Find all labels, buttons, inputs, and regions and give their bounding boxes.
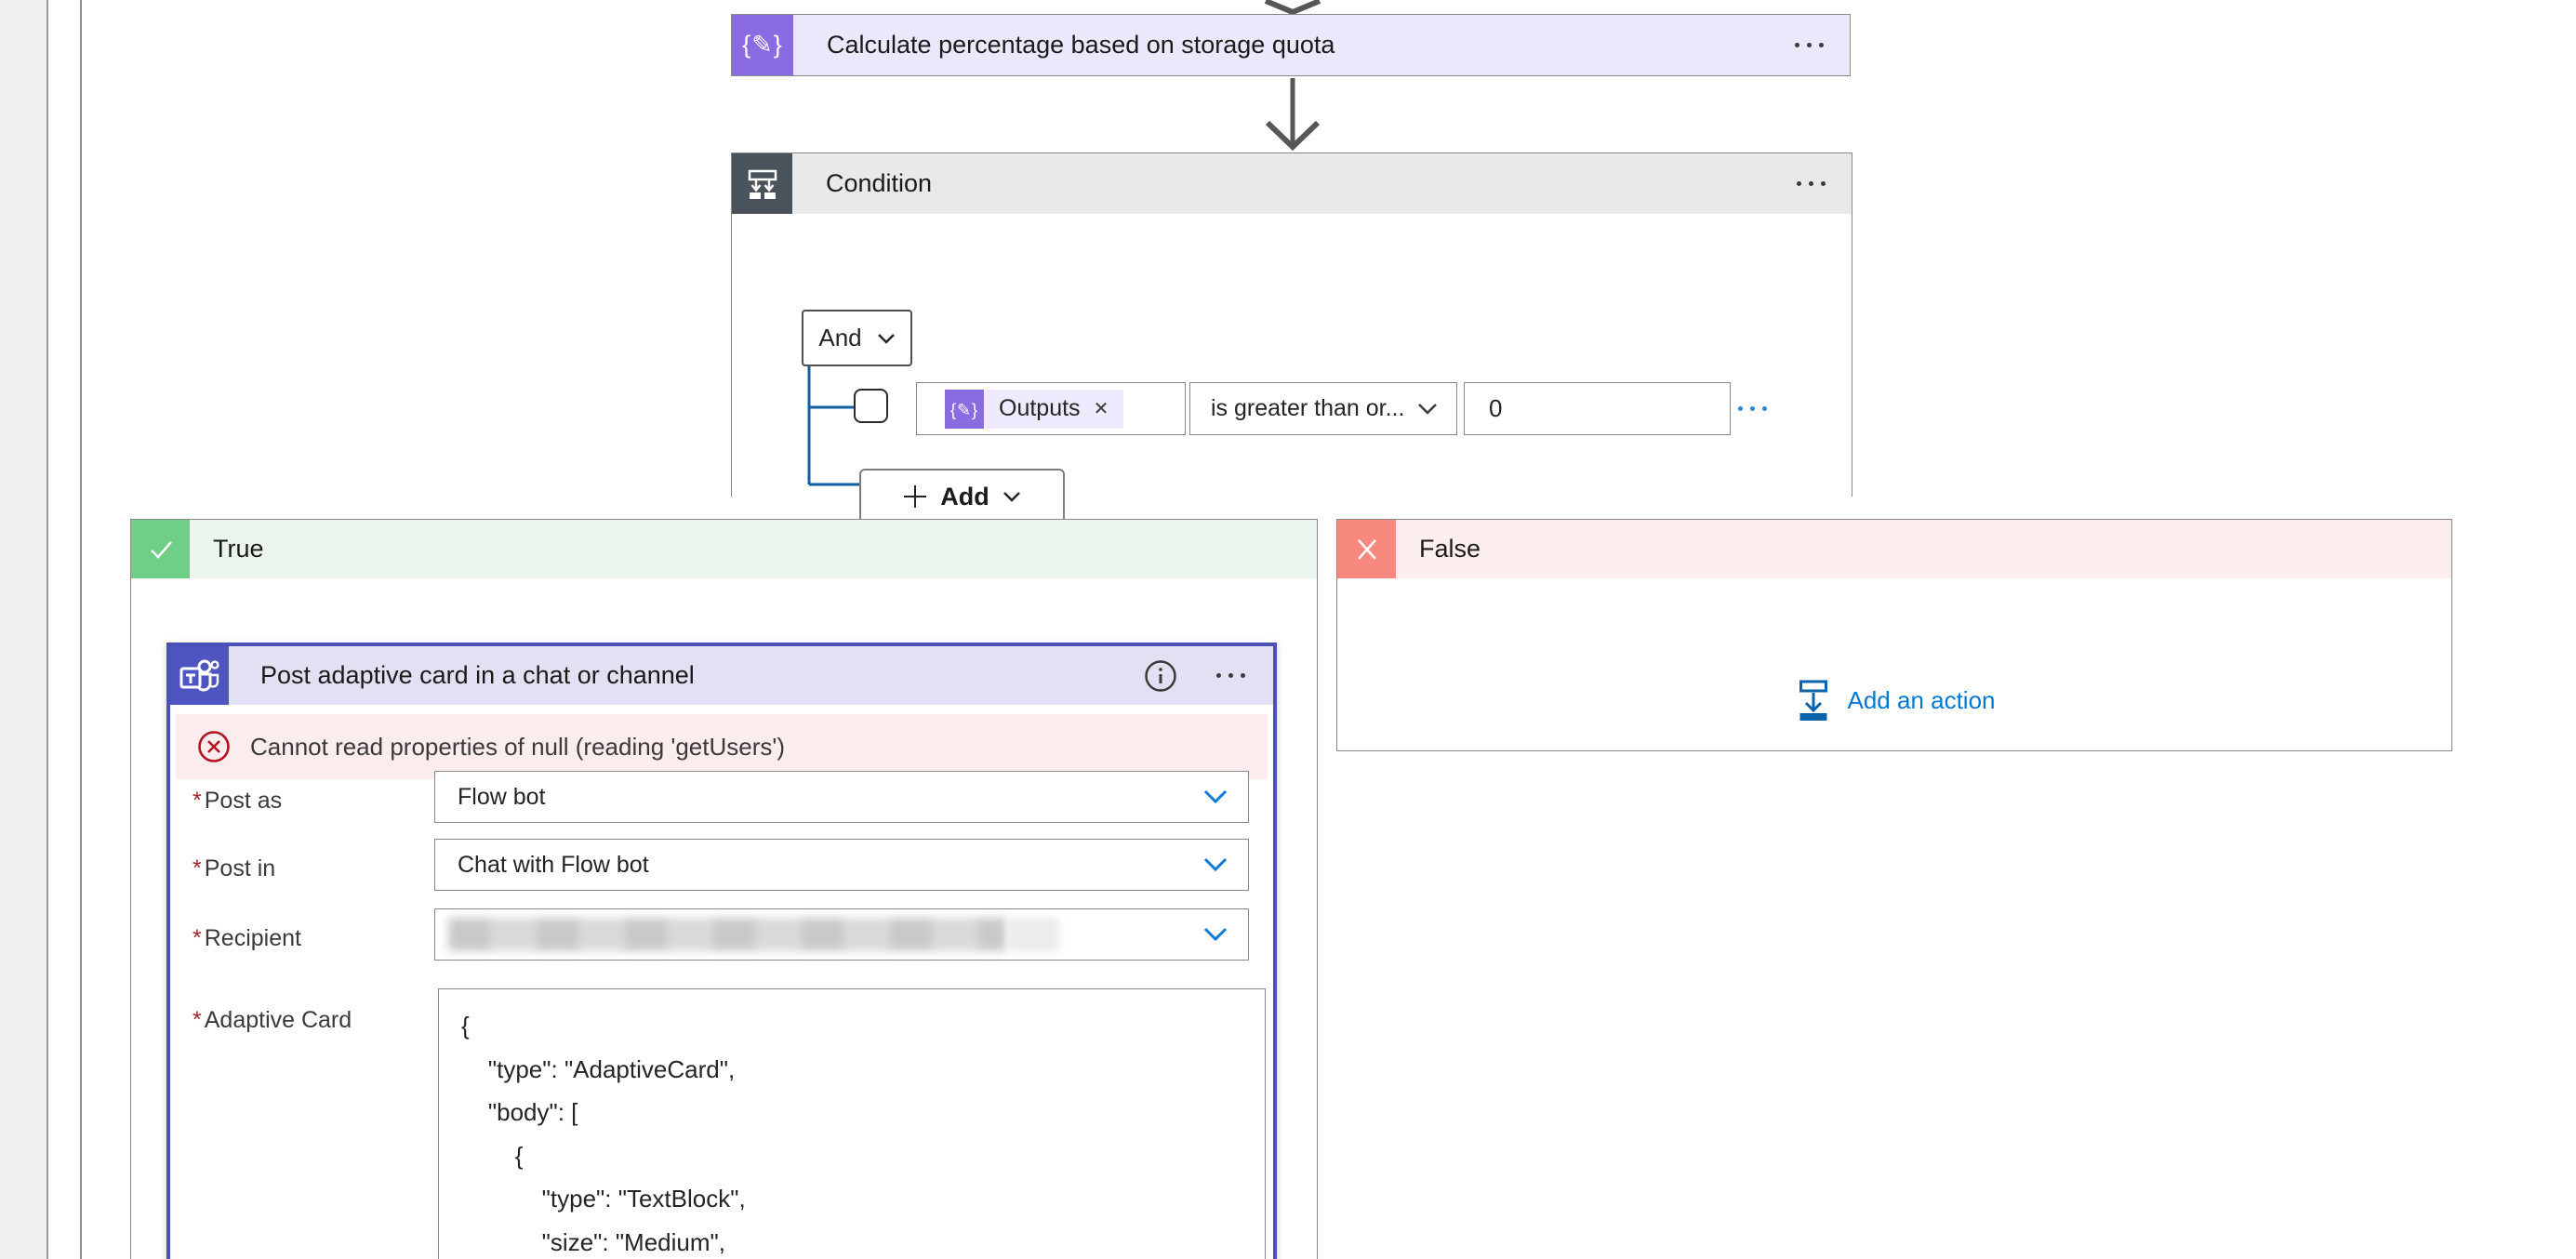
post-as-dropdown[interactable]: Flow bot [434, 771, 1249, 823]
false-branch-header[interactable]: False [1337, 520, 2451, 578]
condition-body: And Outputs is greater than or... [732, 214, 1852, 524]
row-more-menu-icon[interactable] [1738, 406, 1767, 411]
condition-block: Condition And Outputs [731, 152, 1852, 524]
condition-operator-dropdown[interactable]: is greater than or... [1189, 382, 1457, 435]
action-card-compose[interactable]: Calculate percentage based on storage qu… [731, 14, 1851, 76]
error-icon [198, 731, 230, 762]
more-menu-icon[interactable] [1216, 673, 1245, 678]
adaptive-card-json: { "type": "AdaptiveCard", "body": [ { "t… [461, 1012, 746, 1256]
redacted-recipient-value [448, 918, 1006, 951]
connector-arrow-top-icon [1264, 0, 1321, 14]
post-in-dropdown[interactable]: Chat with Flow bot [434, 839, 1249, 891]
remove-token-icon[interactable] [1094, 397, 1109, 420]
redacted-recipient-fade [1008, 918, 1059, 951]
error-message: Cannot read properties of null (reading … [250, 732, 786, 761]
chevron-down-icon [877, 333, 895, 344]
add-an-action-button[interactable]: Add an action [1793, 679, 1996, 722]
expression-icon [945, 389, 984, 429]
dynamic-content-token: Outputs [945, 389, 1124, 429]
token-label: Outputs [999, 395, 1081, 421]
condition-left-operand-field[interactable]: Outputs [916, 382, 1186, 435]
connector-arrow-icon [1265, 78, 1321, 152]
teams-action-header[interactable]: Post adaptive card in a chat or channel [170, 646, 1273, 705]
operator-value: is greater than or... [1211, 395, 1405, 421]
group-logic-dropdown[interactable]: And [802, 310, 912, 366]
scope-left-gutter [0, 0, 48, 1259]
plus-icon [904, 485, 927, 508]
condition-row-checkbox[interactable] [854, 389, 888, 423]
info-icon[interactable] [1144, 659, 1177, 693]
post-in-value: Chat with Flow bot [458, 851, 649, 878]
false-branch-label: False [1419, 535, 1481, 563]
post-as-value: Flow bot [458, 783, 546, 810]
operand-value: 0 [1489, 394, 1503, 422]
chevron-down-icon [1418, 404, 1437, 415]
recipient-dropdown[interactable] [434, 908, 1249, 961]
more-menu-icon[interactable] [1797, 181, 1826, 186]
error-banner: Cannot read properties of null (reading … [176, 714, 1268, 779]
field-label-recipient: *Recipient [193, 925, 301, 951]
microsoft-teams-icon [170, 646, 229, 705]
more-menu-icon[interactable] [1795, 43, 1824, 47]
action-title: Calculate percentage based on storage qu… [827, 31, 1335, 59]
add-button-label: Add [940, 482, 989, 510]
x-icon [1337, 520, 1396, 578]
chevron-down-icon [1203, 789, 1228, 804]
add-condition-button[interactable]: Add [859, 469, 1065, 524]
true-branch-header[interactable]: True [131, 520, 1317, 578]
field-label-post-in: *Post in [193, 855, 276, 881]
true-branch-container: True Post adaptive card in a chat or c [130, 519, 1318, 1259]
check-icon [131, 520, 190, 578]
condition-title: Condition [826, 169, 933, 197]
insert-action-icon [1799, 680, 1827, 721]
true-branch-label: True [213, 535, 264, 563]
condition-group-connector [807, 366, 859, 486]
chevron-down-icon [1203, 927, 1228, 942]
scope-left-border [80, 0, 82, 1259]
condition-right-operand-field[interactable]: 0 [1464, 382, 1731, 435]
false-branch-body: Add an action [1337, 578, 2451, 751]
condition-icon [732, 153, 792, 214]
group-logic-value: And [818, 324, 862, 351]
field-label-post-as: *Post as [193, 788, 283, 814]
add-an-action-label: Add an action [1847, 685, 1996, 714]
chevron-down-icon [1003, 492, 1020, 502]
action-title: Post adaptive card in a chat or channel [260, 661, 695, 689]
condition-header[interactable]: Condition [732, 153, 1852, 214]
expression-icon [732, 15, 793, 75]
chevron-down-icon [1203, 857, 1228, 872]
adaptive-card-editor[interactable]: { "type": "AdaptiveCard", "body": [ { "t… [438, 988, 1266, 1259]
false-branch-container: False Add an action [1336, 519, 2452, 751]
action-card-teams[interactable]: Post adaptive card in a chat or channel [166, 643, 1277, 1259]
field-label-adaptive-card: *Adaptive Card [193, 1007, 352, 1033]
